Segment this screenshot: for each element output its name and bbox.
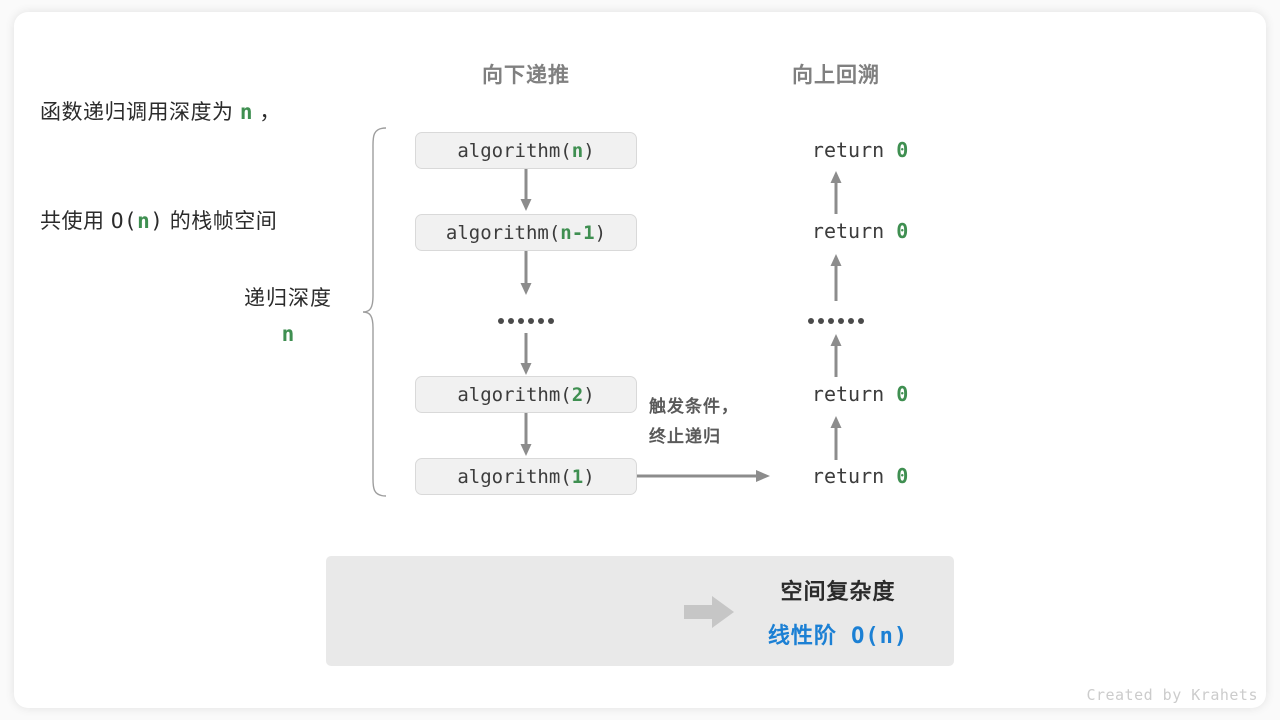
call-box-arg: n — [571, 139, 584, 162]
column-heading-down: 向下递推 — [482, 64, 570, 87]
base-case-arrow — [637, 468, 772, 484]
return-keyword: return — [811, 138, 897, 162]
call-box-suffix: ) — [594, 221, 607, 244]
call-box-n-1[interactable]: algorithm(n-1) — [415, 214, 637, 251]
call-stack-ellipsis — [498, 318, 554, 324]
call-box-prefix: algorithm( — [457, 465, 572, 488]
summary-line2-text-a: 共使用 — [40, 210, 111, 233]
call-box-arg: n-1 — [560, 221, 595, 244]
summary-panel — [326, 556, 954, 666]
down-arrow-1 — [519, 169, 533, 213]
summary-line1-text-b: ， — [253, 101, 281, 124]
recursion-depth-text: 递归深度 — [244, 287, 332, 310]
call-box-prefix: algorithm( — [457, 139, 572, 162]
call-box-2[interactable]: algorithm(2) — [415, 376, 637, 413]
call-box-suffix: ) — [583, 465, 595, 488]
return-label-3: return 0 — [764, 358, 909, 430]
return-label-2: return 0 — [764, 195, 909, 267]
call-box-1[interactable]: algorithm(1) — [415, 458, 637, 495]
space-complexity-value: 线性阶 O(n) — [768, 618, 908, 650]
space-complexity-title: 空间复杂度 — [780, 579, 896, 604]
call-box-prefix: algorithm( — [445, 221, 561, 244]
call-box-arg: 1 — [571, 465, 584, 488]
trigger-note-line1: 触发条件， — [649, 397, 739, 416]
call-box-prefix: algorithm( — [457, 383, 572, 406]
summary-line2-n: n — [137, 209, 151, 233]
watermark-credit: Created by Krahets — [1086, 686, 1258, 704]
return-keyword: return — [811, 464, 897, 488]
up-arrow-3 — [829, 333, 843, 377]
recursion-depth-symbol: n — [281, 322, 295, 346]
return-ellipsis — [808, 318, 864, 324]
summary-line-1: 函数递归调用深度为 n ， — [40, 94, 281, 131]
call-box-suffix: ) — [583, 139, 595, 162]
summary-line2-o: O( — [110, 209, 138, 233]
column-heading-up: 向上回溯 — [792, 64, 880, 87]
return-keyword: return — [811, 382, 897, 406]
return-value: 0 — [896, 464, 909, 488]
up-arrow-1 — [829, 170, 843, 214]
down-arrow-4 — [519, 413, 533, 458]
summary-line1-text-a: 函数递归调用深度为 — [40, 101, 240, 124]
return-value: 0 — [896, 219, 909, 243]
return-keyword: return — [811, 219, 897, 243]
summary-line-2: 共使用 O(n) 的栈帧空间 — [40, 203, 281, 240]
up-arrow-4 — [829, 415, 843, 460]
call-box-suffix: ) — [583, 383, 595, 406]
down-arrow-3 — [519, 333, 533, 377]
call-box-arg: 2 — [571, 383, 584, 406]
call-box-n[interactable]: algorithm(n) — [415, 132, 637, 169]
trigger-note-line2: 终止递归 — [649, 427, 721, 446]
summary-line2-paren: ) — [150, 209, 164, 233]
return-value: 0 — [896, 138, 909, 162]
recursion-depth-brace — [360, 126, 390, 498]
summary-conclusion: 空间复杂度 线性阶 O(n) — [768, 574, 908, 650]
up-arrow-2 — [829, 253, 843, 301]
summary-line1-n: n — [239, 100, 253, 124]
complexity-class-label: 线性阶 — [767, 623, 837, 648]
implies-arrow-icon — [684, 594, 736, 630]
complexity-notation: O(n) — [836, 624, 909, 649]
summary-description: 函数递归调用深度为 n ， 共使用 O(n) 的栈帧空间 — [40, 22, 281, 312]
return-value: 0 — [896, 382, 909, 406]
trigger-condition-note: 触发条件， 终止递归 — [649, 392, 739, 452]
return-label-1: return 0 — [764, 114, 909, 186]
recursion-depth-label: 递归深度 n — [244, 282, 332, 346]
down-arrow-2 — [519, 251, 533, 297]
summary-line2-text-b: 的栈帧空间 — [163, 210, 278, 233]
return-label-4: return 0 — [764, 440, 909, 512]
